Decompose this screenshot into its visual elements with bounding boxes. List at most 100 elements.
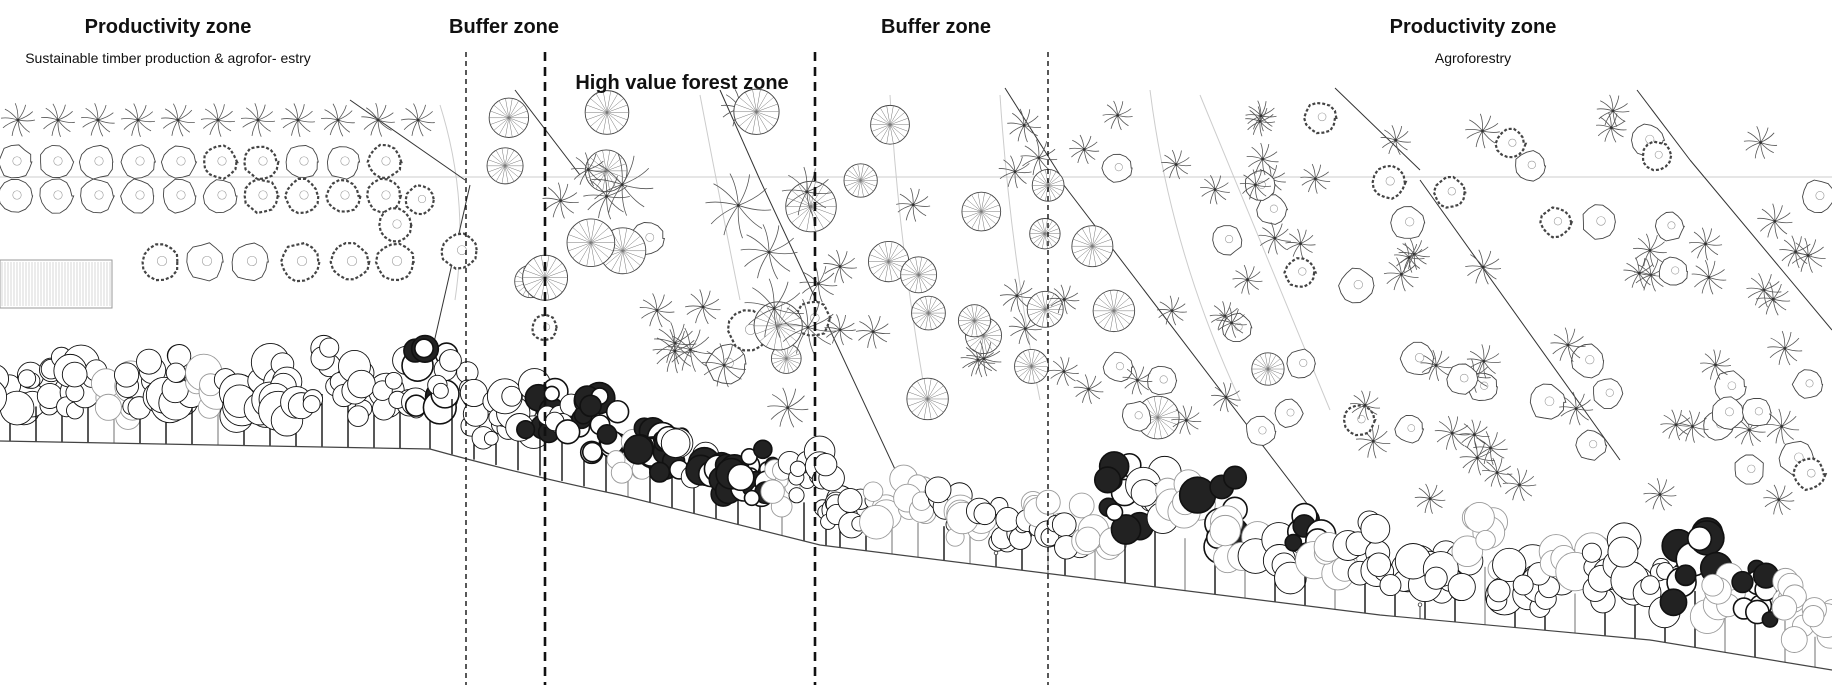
dark-round-tree-icon: [245, 179, 279, 213]
palm-tree-icon: [1597, 95, 1630, 127]
dark-round-tree-icon: [1373, 166, 1406, 199]
palm-tree-icon: [1465, 114, 1500, 148]
starburst-tree-icon: [1072, 226, 1113, 267]
round-tree-icon: [1102, 154, 1132, 182]
round-tree-icon: [1572, 344, 1604, 378]
zone-subtitle-productivity-left: Sustainable timber production & agrofor-…: [18, 50, 318, 66]
palm-tree-icon: [1757, 204, 1792, 239]
palm-tree-icon: [999, 156, 1032, 188]
palm-tree-icon: [361, 103, 395, 136]
palm-tree-icon: [1381, 125, 1411, 154]
palm-tree-icon: [640, 293, 675, 327]
round-tree-icon: [1391, 207, 1425, 239]
round-tree-icon: [81, 179, 115, 213]
palm-tree-icon: [1399, 239, 1430, 270]
palm-tree-icon: [1764, 409, 1799, 444]
round-tree-icon: [1148, 366, 1177, 394]
person-icon: [994, 551, 998, 567]
palm-tree-icon: [1157, 296, 1187, 325]
palm-tree-icon: [321, 104, 355, 137]
zone-title-buffer-left: Buffer zone: [449, 16, 559, 39]
palm-tree-icon: [1744, 126, 1777, 158]
plan-view-trees: [0, 89, 1832, 515]
round-tree-icon: [1594, 379, 1623, 409]
zone-subtitle-productivity-right: Agroforestry: [1435, 50, 1511, 66]
slope-line: [350, 100, 465, 180]
palm-tree-icon: [401, 104, 435, 137]
palm-tree-icon: [741, 224, 798, 279]
palm-tree-icon: [1435, 416, 1470, 450]
starburst-tree-icon: [1093, 290, 1135, 332]
palm-tree-icon: [1200, 175, 1230, 204]
round-tree-icon: [232, 243, 268, 281]
palm-tree-icon: [856, 315, 890, 348]
round-tree-icon: [79, 145, 113, 179]
round-tree-icon: [121, 145, 155, 179]
round-tree-icon: [0, 180, 33, 213]
dark-round-tree-icon: [1540, 208, 1571, 238]
palm-tree-icon: [1465, 250, 1501, 284]
starburst-tree-icon: [754, 302, 802, 350]
starburst-tree-icon: [734, 89, 779, 134]
starburst-tree-icon: [907, 378, 948, 419]
palm-tree-icon: [1767, 331, 1802, 365]
dark-round-tree-icon: [406, 185, 434, 214]
dark-round-tree-icon: [204, 146, 237, 179]
dark-round-tree-icon: [1304, 103, 1336, 133]
zone-boundaries: [466, 52, 1048, 685]
starburst-tree-icon: [1015, 349, 1049, 383]
palm-tree-icon: [896, 188, 930, 222]
dark-round-tree-icon: [1434, 177, 1465, 208]
round-tree-icon: [1792, 370, 1822, 399]
dark-round-tree-icon: [281, 243, 319, 281]
round-tree-icon: [203, 180, 237, 213]
starburst-tree-icon: [1027, 291, 1063, 327]
palm-tree-icon: [1069, 135, 1099, 164]
palm-tree-icon: [1559, 392, 1593, 425]
dark-round-tree-icon: [285, 179, 318, 213]
round-tree-icon: [1712, 397, 1744, 430]
palm-tree-icon: [1049, 357, 1079, 386]
starburst-tree-icon: [786, 181, 837, 232]
zone-title-buffer-right: Buffer zone: [881, 16, 991, 39]
round-tree-icon: [1275, 399, 1303, 427]
round-tree-icon: [706, 344, 746, 384]
round-tree-icon: [286, 146, 318, 178]
slope-line: [515, 90, 580, 175]
zone-title-high-value-forest: High value forest zone: [575, 72, 788, 95]
palm-tree-icon: [161, 104, 195, 137]
palm-tree-icon: [1161, 150, 1191, 179]
round-tree-icon: [161, 146, 196, 178]
guide-curve: [700, 95, 740, 300]
dark-round-tree-icon: [368, 145, 402, 178]
round-tree-icon: [1213, 226, 1242, 255]
palm-tree-icon: [1300, 164, 1330, 194]
round-tree-icon: [1246, 416, 1275, 445]
round-tree-icon: [1339, 268, 1374, 303]
round-tree-icon: [1395, 415, 1424, 443]
palm-tree-icon: [1074, 374, 1104, 403]
palm-tree-icon: [1103, 101, 1133, 130]
starburst-tree-icon: [871, 105, 910, 144]
zone-title-productivity-right: Productivity zone: [1390, 16, 1557, 39]
palm-tree-icon: [81, 103, 115, 136]
slope-line: [430, 185, 470, 360]
palm-tree-icon: [1689, 228, 1722, 261]
starburst-tree-icon: [958, 305, 990, 337]
round-tree-icon: [1655, 212, 1684, 241]
palm-tree-icon: [241, 103, 275, 136]
palm-tree-icon: [1763, 485, 1794, 515]
round-tree-icon: [1583, 205, 1615, 240]
round-tree-icon: [187, 243, 223, 281]
hatched-building-block: [0, 260, 112, 308]
starburst-tree-icon: [912, 296, 946, 330]
round-tree-icon: [327, 147, 359, 180]
round-tree-icon: [40, 179, 74, 213]
round-tree-icon: [1743, 398, 1772, 425]
starburst-tree-icon: [489, 98, 528, 137]
palm-tree-icon: [41, 104, 75, 137]
round-tree-icon: [1659, 257, 1687, 285]
palm-tree-icon: [1633, 234, 1667, 267]
palm-tree-icon: [1643, 478, 1676, 510]
palm-tree-icon: [1, 103, 35, 136]
